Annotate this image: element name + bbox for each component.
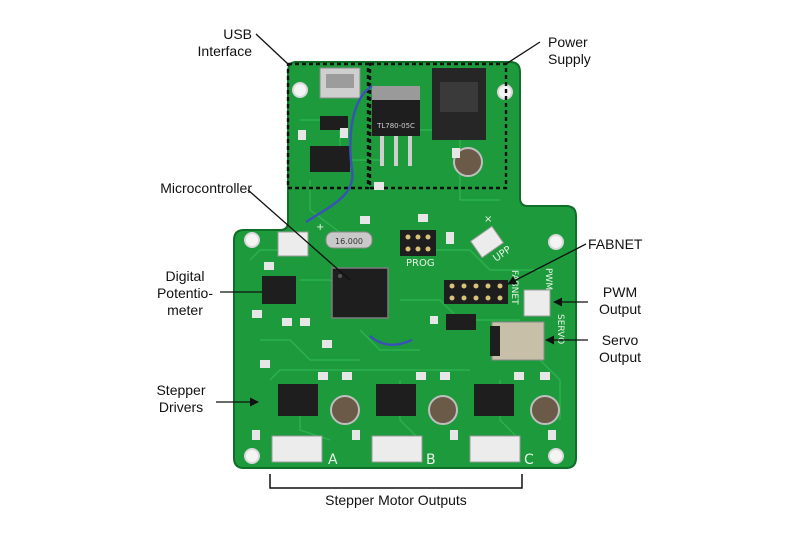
label-servo-line2: Output [598, 349, 642, 365]
label-drivers-line2: Drivers [158, 399, 204, 415]
mounting-holes [244, 82, 564, 464]
prog-silk: PROG [406, 258, 435, 269]
label-usb-line2: Interface [197, 43, 252, 59]
fabnet-silk: FABNET [509, 270, 519, 305]
upp-connector [469, 225, 505, 259]
callout-microcontroller [247, 189, 351, 281]
plus-silk: + [316, 222, 324, 233]
label-power-line2: Supply [548, 51, 591, 67]
label-pwm-line2: Output [598, 301, 642, 317]
power-jack [432, 68, 486, 140]
label-pot-line3: meter [167, 302, 203, 318]
connector-b-silk: B [426, 452, 436, 468]
usb-chip-small [320, 116, 348, 130]
mounting-hole [548, 234, 564, 250]
label-pwm-line1: PWM [602, 284, 638, 300]
servo-connector [491, 321, 545, 361]
aux-connector [277, 231, 309, 257]
stepper-driver-chip [376, 384, 416, 416]
usb-interface-chip [310, 146, 350, 172]
fabnet-header [444, 280, 508, 304]
connector-a-silk: A [328, 452, 338, 468]
label-microcontroller: Microcontroller [160, 180, 252, 196]
capacitor [330, 395, 360, 425]
capacitor [530, 395, 560, 425]
mounting-hole [292, 82, 308, 98]
pwm-connector [523, 289, 551, 317]
mounting-hole [244, 448, 260, 464]
callout-usb [255, 33, 289, 65]
pwm-silk: PWM [543, 268, 553, 290]
jumper-wire-bottom [369, 335, 413, 346]
label-stepper-motor-outputs: Stepper Motor Outputs [325, 492, 467, 508]
aux-header [446, 314, 476, 330]
cross-silk: × [484, 214, 492, 225]
callout-fabnet [507, 243, 587, 285]
label-stepper-drivers: Stepper Drivers [146, 382, 216, 416]
digital-potentiometer-chip [262, 276, 296, 304]
crystal-marking: 16.000 [335, 237, 363, 246]
power-capacitor [453, 147, 483, 177]
mounting-hole [244, 232, 260, 248]
label-usb-line1: USB [223, 26, 252, 42]
stepper-capacitors [330, 395, 560, 425]
power-supply-box [368, 62, 508, 190]
stepper-driver-chip [474, 384, 514, 416]
stepper-connector-c [469, 435, 521, 463]
callout-power [505, 41, 541, 65]
stepper-outputs-bracket [269, 474, 523, 489]
label-servo-line1: Servo [601, 332, 639, 348]
servo-connector-side [490, 326, 500, 356]
capacitor [428, 395, 458, 425]
label-digital-potentiometer: Digital Potentio- meter [150, 268, 220, 319]
voltage-regulator: TL780-05C [372, 86, 420, 166]
microcontroller-chip [331, 267, 389, 319]
stepper-connector-a [271, 435, 323, 463]
crystal-oscillator: 16.000 [325, 231, 373, 249]
servo-silk: SERVO [555, 314, 565, 344]
stepper-connector-b [371, 435, 423, 463]
label-power-supply: Power Supply [548, 34, 628, 68]
label-usb-interface: USB Interface [160, 26, 252, 60]
jumper-wire-top [305, 84, 373, 223]
label-pwm-output: PWM Output [588, 284, 652, 318]
passive-components [252, 128, 556, 440]
label-power-line1: Power [548, 34, 588, 50]
label-pot-line1: Digital [165, 268, 205, 284]
stepper-driver-chip [278, 384, 318, 416]
label-drivers-line1: Stepper [156, 382, 206, 398]
usb-interface-box [286, 62, 370, 190]
mounting-hole [548, 448, 564, 464]
usb-connector [319, 67, 361, 99]
label-pot-line2: Potentio- [156, 285, 214, 301]
label-servo-output: Servo Output [588, 332, 652, 366]
stepper-driver-chips [278, 384, 514, 416]
label-fabnet: FABNET [588, 236, 643, 252]
connector-c-silk: C [524, 452, 534, 468]
stepper-output-connectors [271, 435, 521, 463]
prog-header [400, 230, 436, 256]
callout-lines [216, 33, 588, 407]
regulator-marking: TL780-05C [376, 122, 415, 130]
